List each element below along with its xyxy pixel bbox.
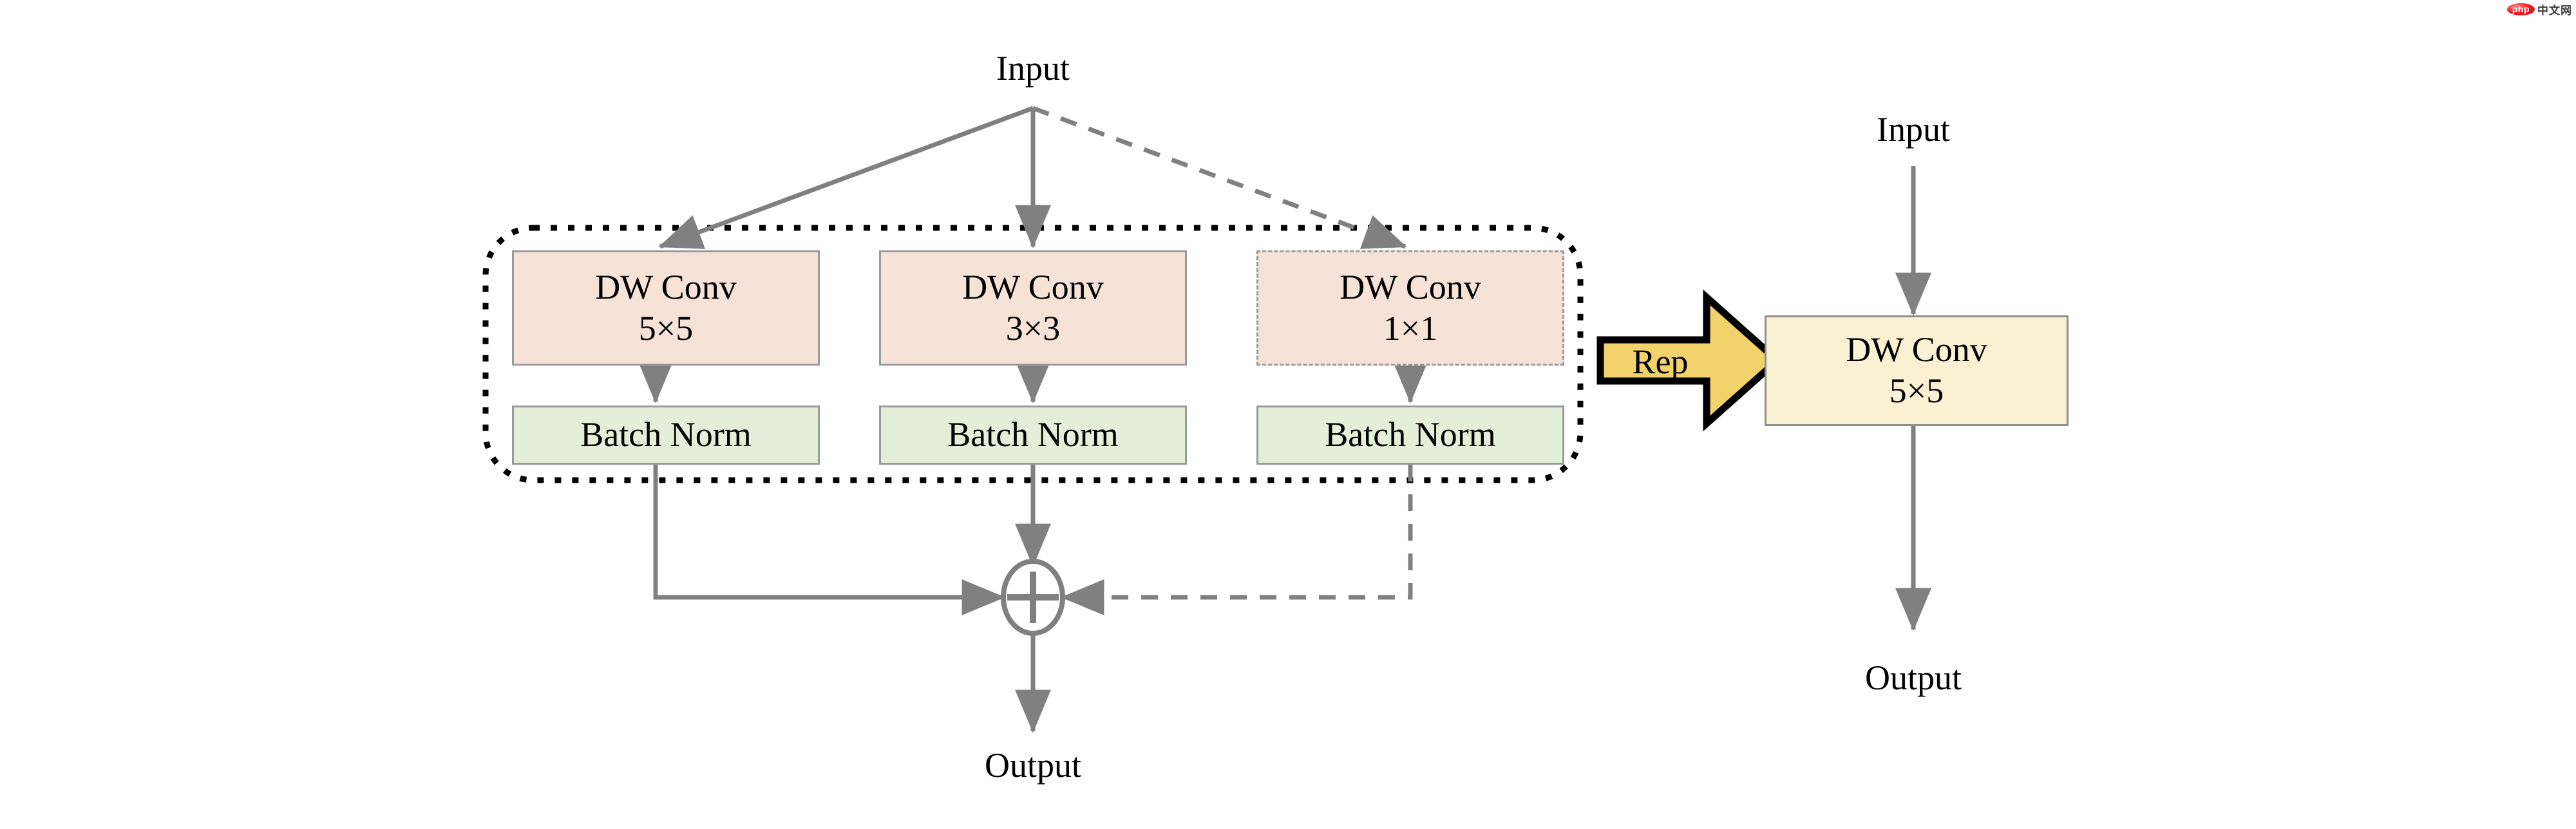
batchnorm-box-3x3[interactable]: Batch Norm xyxy=(879,405,1187,465)
merged-conv-box-kernel: 5×5 xyxy=(1889,371,1944,410)
right-output-label: Output xyxy=(1864,658,1962,697)
php-logo-icon: php xyxy=(2506,3,2535,15)
site-watermark: php 中文网 xyxy=(2506,1,2572,17)
edge-branch5x5-to-add xyxy=(653,465,1005,615)
input-fanout-edges xyxy=(658,106,1407,249)
edge-branch1x1-to-add xyxy=(1061,465,1413,615)
batchnorm-box-1x1-label: Batch Norm xyxy=(1325,415,1496,454)
conv-box-1x1[interactable]: DW Conv 1×1 xyxy=(1256,250,1564,366)
conv-box-3x3-kernel: 3×3 xyxy=(1005,308,1061,348)
conv-box-5x5-kernel: 5×5 xyxy=(638,308,694,348)
element-wise-add-node xyxy=(1001,559,1065,636)
left-input-label: Input xyxy=(996,49,1070,88)
conv-box-1x1-kernel: 1×1 xyxy=(1383,308,1438,348)
merged-conv-box-title: DW Conv xyxy=(1846,330,1987,369)
watermark-text: 中文网 xyxy=(2537,5,2572,17)
conv-box-1x1-title: DW Conv xyxy=(1340,267,1481,306)
rep-arrow-shape xyxy=(1596,289,1783,432)
conv-box-5x5-title: DW Conv xyxy=(595,267,737,306)
conv-box-3x3-title: DW Conv xyxy=(962,267,1104,306)
left-output-label: Output xyxy=(984,746,1082,785)
merged-conv-box-5x5[interactable]: DW Conv 5×5 xyxy=(1765,315,2069,426)
batchnorm-box-1x1[interactable]: Batch Norm xyxy=(1256,405,1564,465)
batchnorm-box-5x5[interactable]: Batch Norm xyxy=(512,405,820,465)
rep-arrow-label: Rep xyxy=(1632,342,1689,381)
right-input-label: Input xyxy=(1877,110,1950,149)
conv-to-norm-edges xyxy=(638,360,1428,404)
batchnorm-box-5x5-label: Batch Norm xyxy=(580,415,752,454)
conv-box-5x5[interactable]: DW Conv 5×5 xyxy=(512,250,820,366)
batchnorm-box-3x3-label: Batch Norm xyxy=(947,415,1119,454)
conv-box-3x3[interactable]: DW Conv 3×3 xyxy=(879,250,1187,366)
